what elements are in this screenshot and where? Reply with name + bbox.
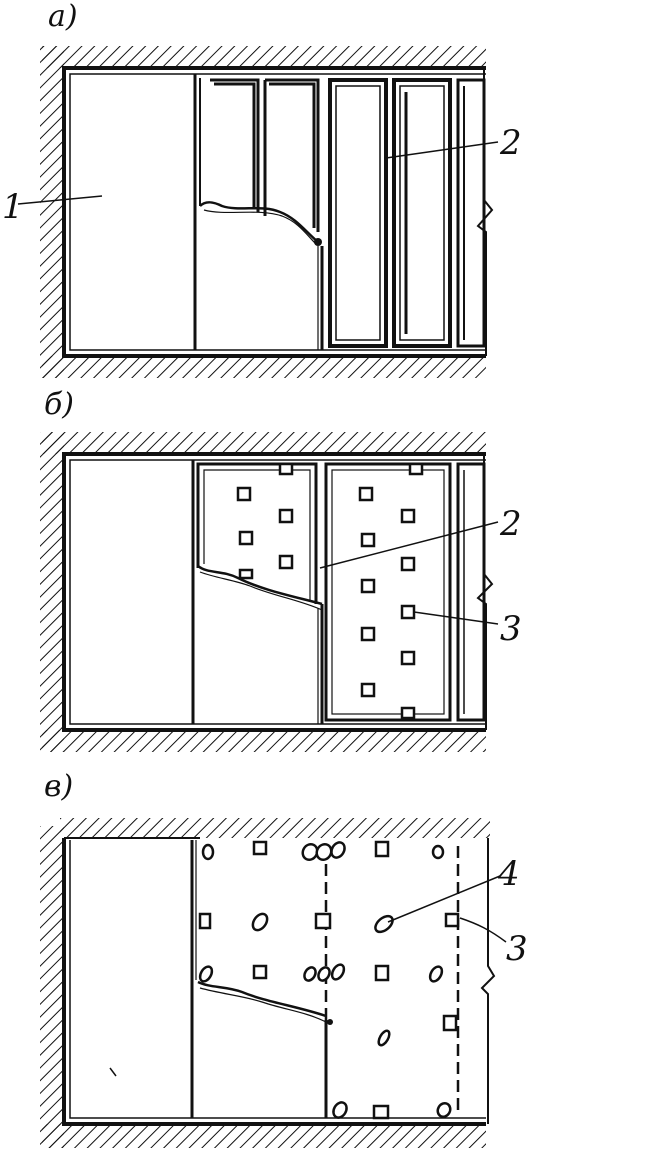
collapsed-pillar — [374, 914, 394, 934]
collapsed-pillar — [377, 1029, 391, 1047]
collapsed-pillar — [315, 842, 333, 862]
callout-3-label-b: 3 — [500, 609, 522, 649]
pillar — [360, 682, 376, 698]
rock-hatch-top — [42, 432, 486, 454]
pillar — [400, 604, 416, 620]
break-line-c — [480, 838, 496, 1124]
callout-2-label-b: 2 — [500, 504, 522, 544]
panel-b — [40, 432, 499, 752]
rock-hatch-bottom — [42, 1124, 486, 1148]
collapsed-pillar — [330, 963, 346, 981]
callout-2-leader-a — [385, 141, 499, 159]
collapsed-pillar — [436, 1101, 452, 1119]
collapsed-pillar — [251, 912, 269, 932]
pillar — [198, 912, 212, 930]
pillar — [372, 1104, 390, 1120]
fill-surface-curve — [197, 980, 327, 1018]
rock-hatch-left — [40, 46, 64, 378]
rock-hatch-top — [42, 46, 486, 68]
pillar — [374, 964, 390, 982]
rock-hatch-left — [40, 826, 64, 1148]
collapsed-pillar — [317, 966, 331, 982]
collapsed-pillar — [201, 843, 215, 861]
pillar — [252, 840, 268, 856]
pillar — [252, 964, 268, 980]
collapsed-pillar — [303, 966, 317, 982]
callout-4-label-c: 4 — [498, 854, 520, 894]
pillars-c — [198, 840, 460, 1120]
rock-hatch-bottom — [42, 356, 486, 378]
rock-hatch-bottom — [42, 730, 486, 752]
panel-strip-3 — [328, 78, 388, 348]
chamber-outline — [62, 66, 486, 358]
panel-c — [40, 818, 507, 1148]
rock-hatch-top — [60, 818, 490, 838]
panel-label-a: а) — [48, 0, 78, 34]
collapsed-pillar — [198, 965, 214, 983]
pillar — [358, 486, 374, 502]
callout-2-leader-b — [319, 521, 499, 569]
pillar — [442, 1014, 458, 1032]
callout-3-leader-c — [459, 917, 507, 943]
pillar — [408, 462, 424, 476]
pillar — [238, 568, 254, 580]
pillar — [374, 840, 390, 858]
fill-surface-curve — [197, 564, 323, 606]
chamber-outline — [62, 452, 486, 732]
panel-strip-2 — [263, 78, 320, 232]
panel-strip-4 — [392, 78, 452, 348]
panel-label-b: б) — [44, 387, 75, 422]
pillar — [360, 626, 376, 642]
pillar — [278, 462, 294, 476]
pillar — [278, 554, 294, 570]
callout-3-label-c: 3 — [506, 929, 528, 969]
pillar — [238, 530, 254, 546]
collapsed-pillar — [428, 965, 444, 983]
callout-1-leader — [17, 195, 103, 205]
pillar — [314, 912, 332, 930]
room-1-outline — [196, 462, 318, 604]
pillar — [400, 508, 416, 524]
room-2-outline — [324, 462, 452, 722]
chamber-outline — [62, 838, 486, 1126]
collapsed-pillar — [330, 841, 346, 859]
pillar — [360, 532, 376, 548]
pillar — [444, 912, 460, 928]
panel-strip-5 — [456, 78, 486, 348]
pillar — [278, 508, 294, 524]
panel-a — [17, 46, 499, 378]
collapsed-pillar — [332, 1101, 348, 1119]
pillars-b — [236, 462, 424, 720]
fill-surface-curve — [199, 201, 319, 243]
callout-1-label: 1 — [2, 187, 24, 227]
collapsed-pillar — [431, 844, 445, 860]
pillar — [400, 706, 416, 720]
pillar — [400, 556, 416, 572]
collapsed-pillars-c — [198, 841, 452, 1119]
callout-3-leader-b — [413, 611, 499, 625]
pillar — [400, 650, 416, 666]
panel-strip-1 — [210, 78, 260, 212]
panel-label-c: в) — [44, 769, 74, 804]
callout-2-label-a: 2 — [500, 123, 522, 163]
pillar — [360, 578, 376, 594]
callout-4-leader — [387, 875, 501, 923]
pillar — [236, 486, 252, 502]
room-3-outline — [456, 462, 486, 722]
rock-hatch-left — [40, 432, 64, 752]
